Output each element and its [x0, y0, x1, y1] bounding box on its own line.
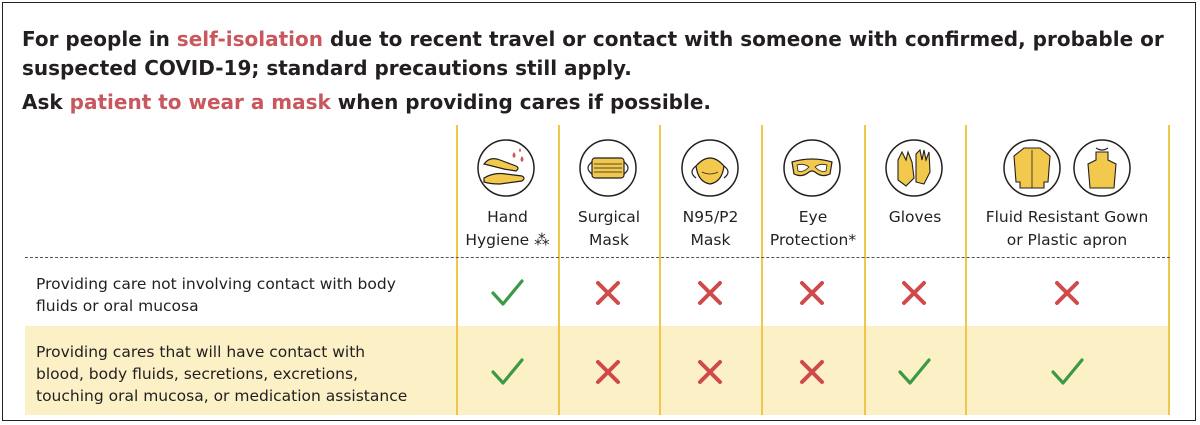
column-header-line: Surgical: [577, 208, 641, 226]
column-divider: [456, 125, 458, 415]
row-label-no-contact: Providing care not involving contact wit…: [36, 273, 396, 317]
column-header-line: Mask: [589, 231, 629, 249]
column-header-line: Hygiene ⁂: [465, 231, 550, 249]
row-label-line: touching oral mucosa, or medication assi…: [36, 387, 408, 405]
column-header-surgical-mask: Surgical Mask: [559, 206, 659, 252]
heading-line-2: Ask patient to wear a mask when providin…: [22, 88, 1182, 117]
row-label-line: fluids or oral mucosa: [36, 297, 199, 315]
cross-icon: [1055, 281, 1079, 305]
heading-text: Ask: [22, 90, 70, 114]
gloves-icon: [885, 139, 943, 197]
row-highlight-background: [25, 326, 1170, 415]
row-label-line: Providing cares that will have contact w…: [36, 343, 366, 361]
cross-icon: [800, 360, 824, 384]
column-divider: [558, 125, 560, 415]
cross-icon: [698, 360, 722, 384]
check-icon: [491, 358, 524, 385]
column-divider: [1168, 125, 1170, 415]
column-header-line: or Plastic apron: [1006, 231, 1128, 249]
goggles-icon: [783, 139, 841, 197]
surgical-mask-icon: [579, 139, 637, 197]
column-header-line: Hand: [487, 208, 528, 226]
column-header-line: Mask: [690, 231, 731, 249]
check-icon: [898, 358, 931, 385]
column-header-line: Eye: [798, 208, 828, 226]
row-label-line: blood, body fluids, secretions, excretio…: [36, 365, 358, 383]
heading-text: when providing cares if possible.: [330, 90, 712, 114]
column-header-eye-protection: Eye Protection*: [762, 206, 864, 252]
header-divider: [25, 257, 1170, 258]
column-divider: [761, 125, 763, 415]
column-divider: [659, 125, 661, 415]
column-header-hand-hygiene: Hand Hygiene ⁂: [457, 206, 558, 252]
heading-text: For people in: [22, 27, 177, 51]
gown-icon: [1003, 139, 1061, 197]
column-header-line: Protection*: [769, 231, 857, 249]
cross-icon: [800, 281, 824, 305]
heading: For people in self-isolation due to rece…: [22, 25, 1182, 117]
cross-icon: [698, 281, 722, 305]
check-icon: [1051, 358, 1084, 385]
row-label-line: Providing care not involving contact wit…: [36, 275, 396, 293]
column-header-line: N95/P2: [682, 208, 739, 226]
cross-icon: [596, 360, 620, 384]
column-header-line: Gloves: [888, 208, 942, 226]
apron-icon: [1073, 139, 1131, 197]
hand-hygiene-icon: [477, 139, 535, 197]
heading-line-1: For people in self-isolation due to rece…: [22, 25, 1182, 83]
row-label-contact: Providing cares that will have contact w…: [36, 341, 407, 407]
column-divider: [864, 125, 866, 415]
column-divider: [965, 125, 967, 415]
column-header-gown-apron: Fluid Resistant Gown or Plastic apron: [966, 206, 1168, 252]
heading-highlight: self-isolation: [176, 27, 324, 51]
heading-highlight: patient to wear a mask: [69, 90, 331, 114]
heading-text: due to recent travel or contact with som…: [22, 27, 1164, 80]
check-icon: [491, 279, 524, 306]
cross-icon: [596, 281, 620, 305]
column-header-line: Fluid Resistant Gown: [985, 208, 1149, 226]
n95-mask-icon: [681, 139, 739, 197]
cross-icon: [902, 281, 926, 305]
column-header-gloves: Gloves: [865, 206, 965, 229]
column-header-n95-mask: N95/P2 Mask: [660, 206, 761, 252]
